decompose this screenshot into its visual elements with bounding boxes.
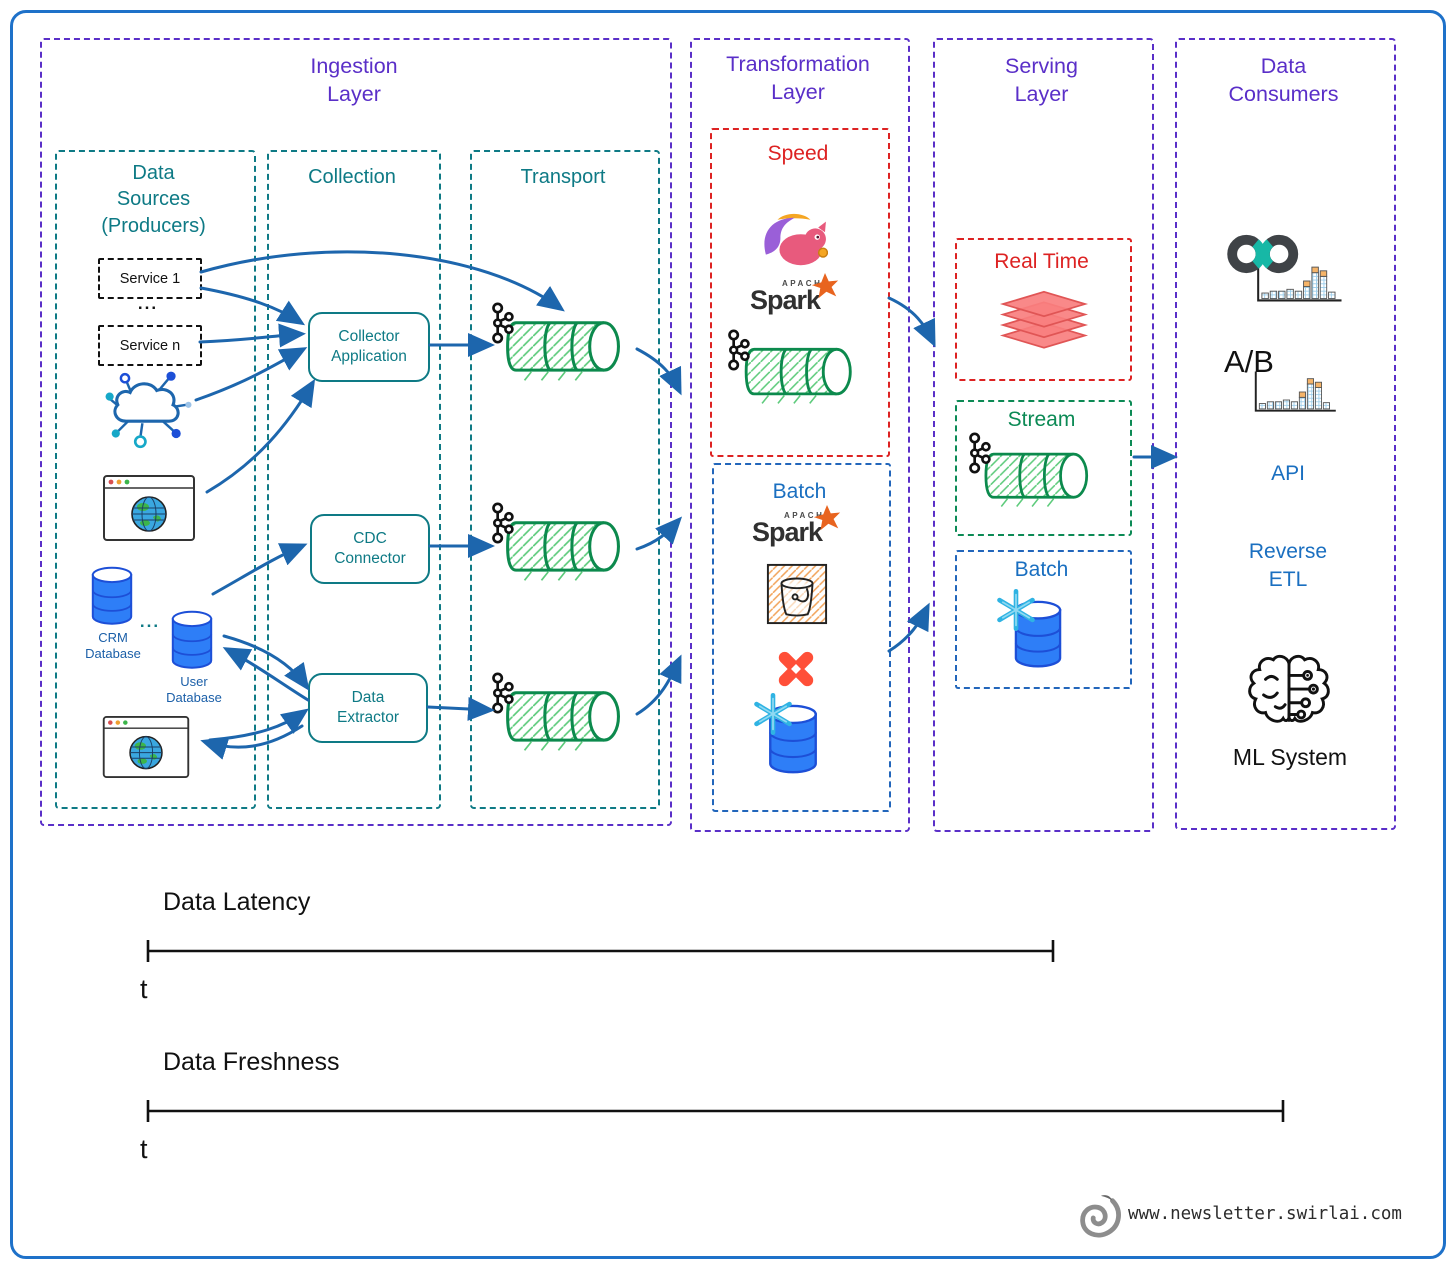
spark-name-label: Spark: [752, 517, 823, 547]
collection-title: Collection: [308, 166, 396, 188]
speed-box: [710, 128, 890, 457]
transport-box: [470, 150, 660, 809]
service-n-label: Service n: [119, 337, 181, 354]
data-extractor-node: Data Extractor: [308, 673, 428, 743]
serving-batch-title: Batch: [1014, 558, 1069, 581]
databases-ellipsis: ...: [139, 612, 161, 631]
stream-box: [955, 400, 1132, 536]
data-freshness-label: Data Freshness: [163, 1048, 340, 1076]
speed-kafka-topic-icon: [733, 343, 869, 405]
kafka-icon-3: [486, 670, 516, 716]
spark-name-label: Spark: [750, 285, 821, 315]
transformation-layer-box: [690, 38, 910, 832]
bucket-storage-icon: [765, 562, 829, 626]
crm-database-icon: [88, 566, 136, 627]
watermark-url: www.newsletter.swirlai.com: [1128, 1204, 1402, 1224]
web-browser-icon-2: [100, 716, 192, 778]
ab-test-label: A/B: [1224, 344, 1274, 379]
kafka-topic-icon-1: [497, 316, 635, 382]
cdc-connector-node: CDC Connector: [310, 514, 430, 584]
kafka-icon-2: [486, 500, 516, 546]
snowflake-icon: [751, 692, 795, 736]
page-border: [10, 10, 1446, 1259]
real-time-title: Real Time: [994, 250, 1089, 273]
collector-application-node: Collector Application: [308, 312, 430, 382]
flink-icon: [758, 210, 828, 272]
data-consumers-box: [1175, 38, 1396, 830]
dbt-icon: [769, 644, 823, 694]
transformation-layer-title: Transformation Layer: [726, 52, 870, 105]
serving-layer-title: Serving Layer: [1005, 54, 1078, 107]
spark-star-icon: [812, 504, 842, 534]
iot-cloud-icon: [100, 368, 195, 456]
infinity-icon: [1224, 230, 1308, 278]
serving-layer-box: [933, 38, 1154, 832]
user-database-icon: [168, 610, 216, 671]
spark-star-icon: [810, 272, 840, 302]
stream-title: Stream: [1007, 408, 1076, 431]
serving-batch-snowflake-icon: [994, 588, 1038, 632]
real-time-box: [955, 238, 1132, 381]
transport-title: Transport: [520, 166, 606, 188]
data-consumers-title: Data Consumers: [1228, 54, 1339, 107]
service-1-label: Service 1: [119, 270, 181, 287]
swirlai-logo-icon: [1076, 1192, 1122, 1240]
kafka-icon-1: [486, 300, 516, 346]
serving-batch-box: [955, 550, 1132, 689]
ml-system-label: ML System: [1232, 744, 1348, 770]
web-browser-icon: [103, 474, 195, 542]
data-freshness-axis-t: t: [140, 1134, 148, 1164]
spark-apache-label: APACHE: [782, 279, 831, 288]
transformation-batch-title: Batch: [772, 480, 827, 503]
spark-logo-batch: APACHE Spark: [750, 510, 844, 554]
kafka-topic-icon-2: [497, 516, 635, 582]
real-time-layers-icon: [996, 290, 1092, 360]
speed-kafka-icon: [722, 327, 752, 373]
ingestion-layer-box: [40, 38, 672, 826]
ab-test-bar-chart-icon: [1244, 368, 1344, 416]
data-latency-axis-t: t: [140, 974, 148, 1004]
crm-database-label: CRM Database: [85, 630, 141, 662]
ml-brain-icon: [1246, 648, 1332, 738]
data-sources-title: Data Sources (Producers): [101, 162, 206, 237]
service-n-node: Service n: [98, 325, 202, 366]
service-1-node: Service 1: [98, 258, 202, 299]
services-ellipsis: ...: [137, 294, 159, 313]
spark-apache-label: APACHE: [784, 511, 833, 520]
data-latency-label: Data Latency: [163, 888, 311, 916]
kafka-topic-icon-3: [497, 686, 635, 752]
user-database-label: User Database: [166, 674, 222, 706]
ingestion-layer-title: Ingestion Layer: [310, 54, 398, 107]
api-label: API: [1271, 462, 1305, 485]
reverse-etl-label: Reverse ETL: [1248, 540, 1328, 591]
stream-kafka-icon: [963, 430, 993, 476]
spark-logo-speed: APACHE Spark: [748, 278, 842, 324]
speed-title: Speed: [767, 142, 829, 165]
